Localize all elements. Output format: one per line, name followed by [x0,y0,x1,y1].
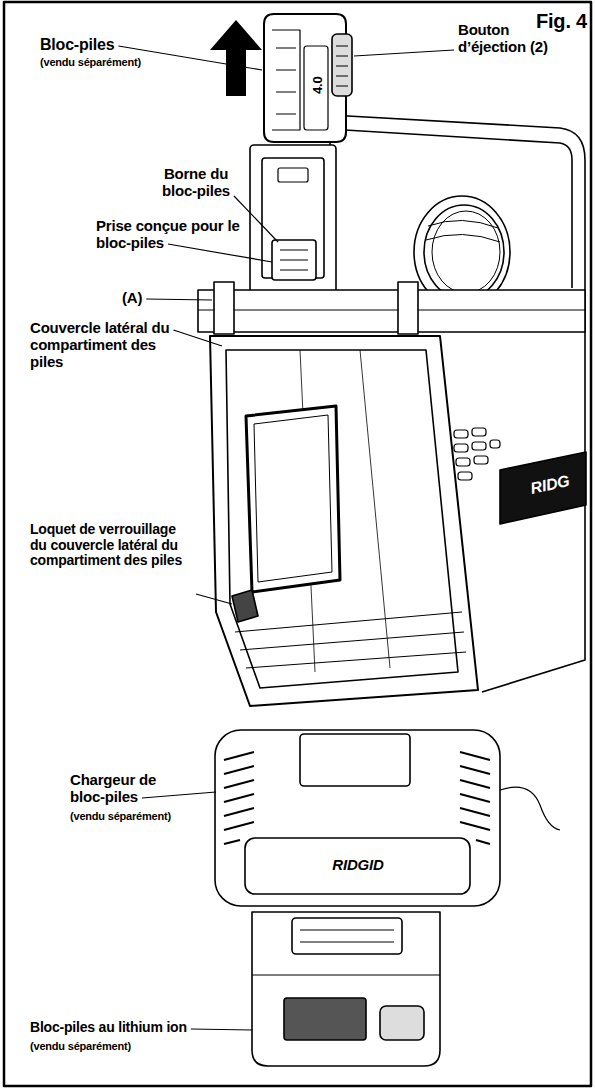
lithium-battery [252,912,440,1066]
part-label: Couvercle latéral du compartiment des pi… [30,320,180,370]
side-cover [210,336,478,706]
leader-line [168,244,272,262]
battery-pack [264,14,352,142]
leader-line [354,50,454,56]
printed-marking: 4.0 [311,65,326,105]
printed-marking: RIDG [519,470,581,500]
leader-line [142,792,216,798]
part-label: Prise conçue pour le bloc-piles [96,218,246,252]
part-label: Bloc-piles au lithium ion [30,1020,240,1036]
compartment-rim [198,282,585,334]
battery-receptacle [250,145,336,293]
part-label: Chargeur de bloc-piles [70,772,188,806]
figure-title: Fig. 4 [536,10,587,32]
part-label: (vendu séparément) [40,56,190,68]
part-label: (vendu séparément) [30,1040,180,1052]
leader-line [146,299,212,300]
part-label: (vendu séparément) [70,810,220,822]
part-label: Bloc-piles [40,36,190,54]
printed-marking: RIDGID [310,857,406,874]
direction-arrow [210,20,262,96]
part-label: Loquet de verrouillage du couvercle laté… [30,522,192,569]
battery-charger [215,730,560,906]
part-label: Borne du bloc-piles [150,166,242,200]
leader-line [196,594,232,604]
cover-latch [232,590,258,622]
part-label: Bouton d’éjection (2) [458,22,568,56]
leader-line [191,1029,252,1030]
leader-line [234,196,278,242]
figure-frame [4,2,591,1086]
leader-line [173,330,222,346]
part-label: (A) [122,290,162,307]
